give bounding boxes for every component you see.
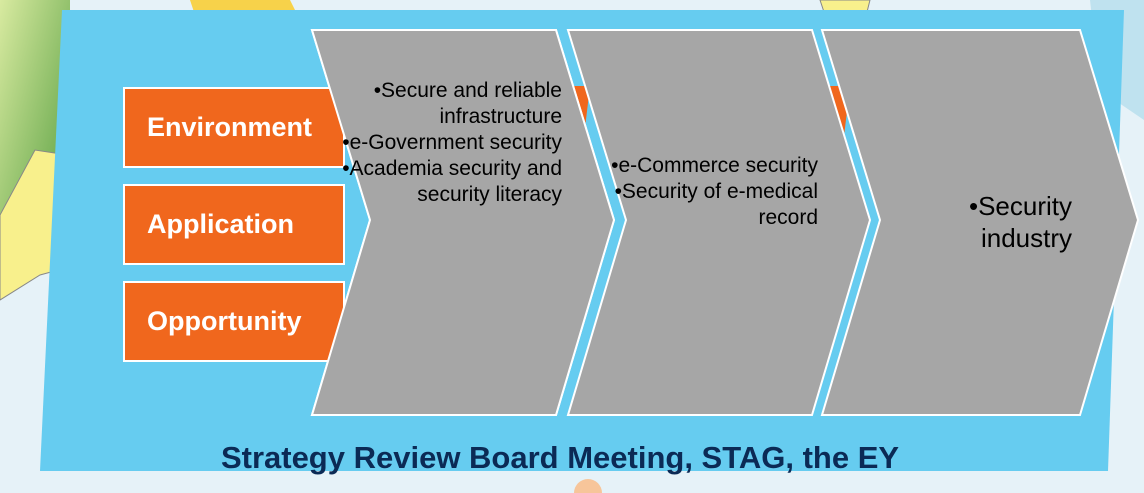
chevron-3-text: •Security industry bbox=[912, 190, 1072, 254]
bottom-dot bbox=[574, 479, 602, 493]
chevron-2-text: •e-Commerce security •Security of e-medi… bbox=[604, 153, 818, 231]
chevron-item: •Security of e-medical record bbox=[614, 180, 818, 229]
chevron-item: •Academia security and security literacy bbox=[342, 157, 562, 206]
chevron-item: •e-Government security bbox=[342, 131, 562, 154]
caption: Strategy Review Board Meeting, STAG, the… bbox=[220, 440, 900, 475]
category-box-application: Application bbox=[123, 184, 345, 265]
chevron-item: •Security industry bbox=[968, 191, 1072, 253]
chevron-item: •Secure and reliable infrastructure bbox=[373, 79, 562, 128]
chevron-item: •e-Commerce security bbox=[611, 154, 818, 177]
category-box-environment: Environment bbox=[123, 87, 345, 168]
category-label: Application bbox=[147, 209, 294, 239]
chevron-2-shape bbox=[566, 29, 872, 416]
category-label: Opportunity bbox=[147, 306, 302, 336]
chevron-3-shape bbox=[820, 29, 1140, 416]
category-box-opportunity: Opportunity bbox=[123, 281, 345, 362]
chevron-1-text: •Secure and reliable infrastructure •e-G… bbox=[340, 78, 562, 208]
category-label: Environment bbox=[147, 112, 313, 142]
